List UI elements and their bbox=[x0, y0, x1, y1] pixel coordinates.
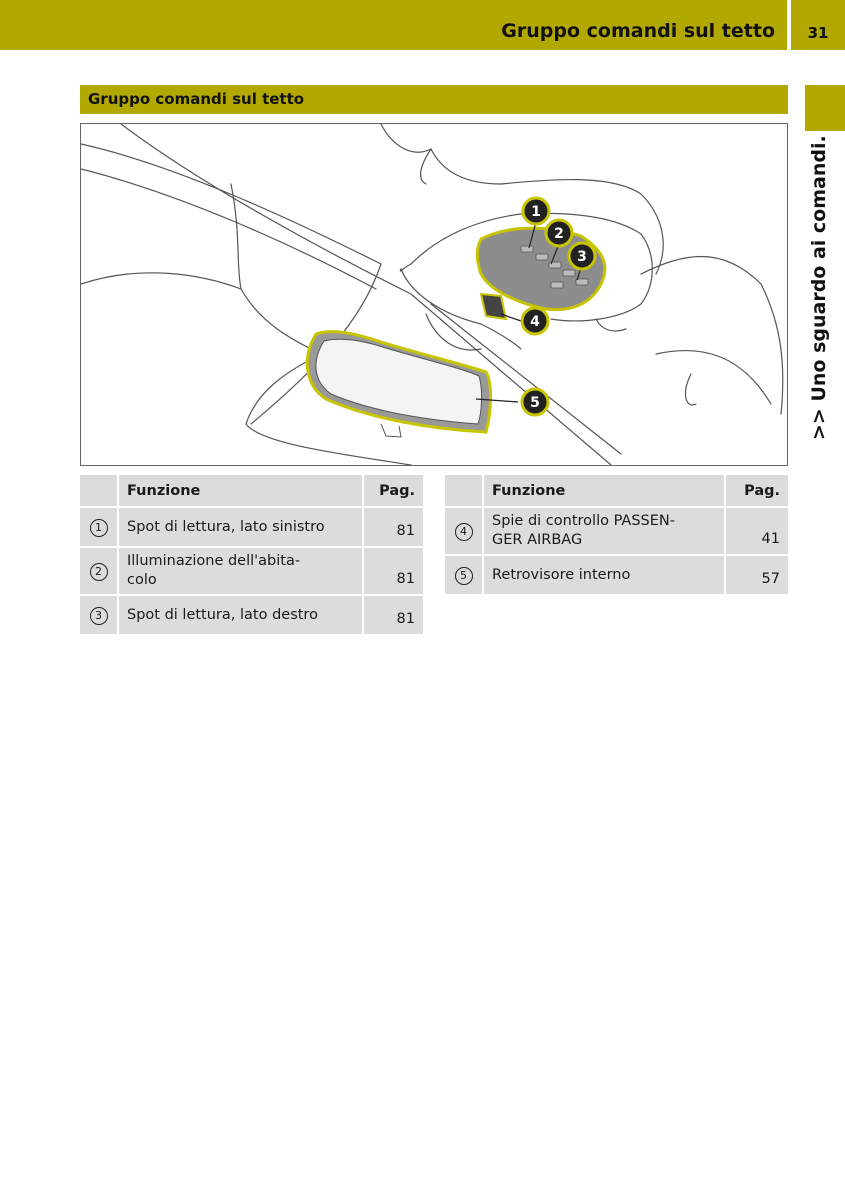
item-description: Illuminazione dell'abita- colo bbox=[119, 548, 364, 594]
header-title: Gruppo comandi sul tetto bbox=[501, 20, 775, 42]
table-header-row: Funzione Pag. bbox=[445, 475, 788, 506]
airbag-indicator bbox=[479, 292, 508, 321]
item-number: 1 bbox=[89, 518, 108, 537]
section-bar: Gruppo comandi sul tetto bbox=[80, 85, 788, 114]
roof-controls-illustration: 1 2 3 4 5 bbox=[81, 124, 784, 465]
svg-text:2: 2 bbox=[554, 226, 564, 242]
item-description: Retrovisore interno bbox=[484, 556, 726, 594]
page-reference: 81 bbox=[364, 548, 423, 594]
table-header-row: Funzione Pag. bbox=[80, 475, 423, 506]
page-number: 31 bbox=[807, 24, 829, 42]
page-reference: 57 bbox=[725, 556, 788, 594]
header-bar: Gruppo comandi sul tetto bbox=[0, 0, 787, 50]
section-title: Gruppo comandi sul tetto bbox=[88, 90, 305, 108]
page-column-header: Pag. bbox=[725, 475, 788, 506]
function-table-left: Funzione Pag. 1 Spot di lettura, lato si… bbox=[80, 473, 423, 636]
page-reference: 41 bbox=[725, 508, 788, 554]
table-row: 1 Spot di lettura, lato sinistro 81 bbox=[80, 508, 423, 546]
item-description: Spot di lettura, lato destro bbox=[119, 596, 364, 634]
page-reference: 81 bbox=[364, 508, 423, 546]
table-row: 2 Illuminazione dell'abita- colo 81 bbox=[80, 548, 423, 594]
item-number: 4 bbox=[454, 522, 473, 541]
item-number: 2 bbox=[89, 562, 108, 581]
function-table-right: Funzione Pag. 4 Spie di controllo PASSEN… bbox=[445, 473, 788, 596]
table-row: 3 Spot di lettura, lato destro 81 bbox=[80, 596, 423, 634]
table-row: 5 Retrovisore interno 57 bbox=[445, 556, 788, 594]
item-number: 3 bbox=[89, 606, 108, 625]
item-description: Spie di controllo PASSEN- GER AIRBAG bbox=[484, 508, 726, 554]
page-number-box: 31 bbox=[791, 0, 845, 50]
callout-2: 2 bbox=[544, 218, 574, 248]
callout-1: 1 bbox=[521, 196, 551, 226]
svg-text:1: 1 bbox=[531, 204, 541, 220]
callout-4: 4 bbox=[520, 306, 550, 336]
side-tab bbox=[805, 85, 845, 131]
table-row: 4 Spie di controllo PASSEN- GER AIRBAG 4… bbox=[445, 508, 788, 554]
roof-controls-figure: 1 2 3 4 5 bbox=[80, 123, 788, 466]
svg-text:5: 5 bbox=[530, 395, 540, 411]
callout-3: 3 bbox=[567, 241, 597, 271]
svg-text:3: 3 bbox=[577, 249, 587, 265]
item-description: Spot di lettura, lato sinistro bbox=[119, 508, 364, 546]
function-column-header: Funzione bbox=[119, 475, 364, 506]
item-number: 5 bbox=[454, 566, 473, 585]
page-reference: 81 bbox=[364, 596, 423, 634]
svg-text:4: 4 bbox=[530, 314, 540, 330]
function-column-header: Funzione bbox=[484, 475, 726, 506]
number-column-header bbox=[80, 475, 119, 506]
side-tab-text: >> Uno sguardo ai comandi. bbox=[808, 135, 830, 440]
page-column-header: Pag. bbox=[364, 475, 423, 506]
number-column-header bbox=[445, 475, 484, 506]
callout-5: 5 bbox=[520, 387, 550, 417]
